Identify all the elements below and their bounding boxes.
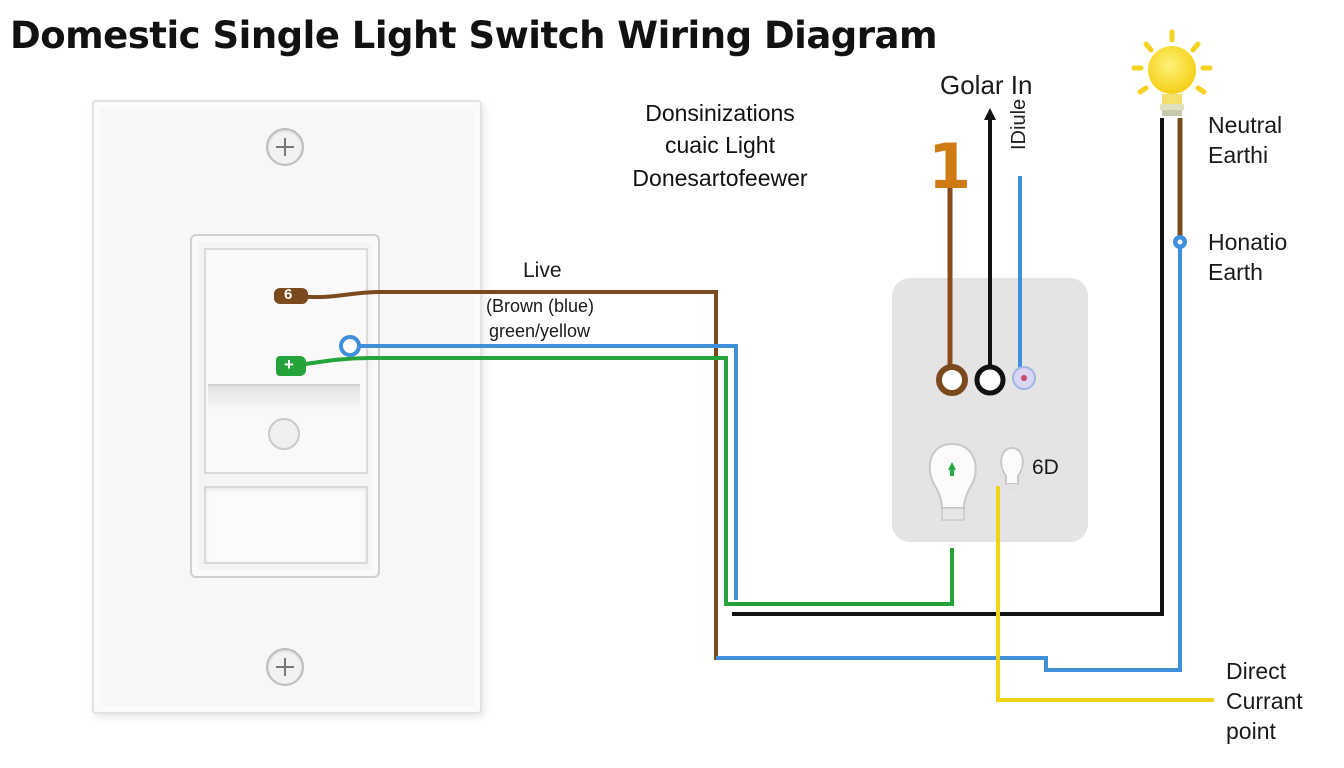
light-bulb-icon: [928, 442, 977, 521]
direct-current-label: Direct Currant point: [1226, 658, 1303, 744]
honatio-earth-label: Honatio Earth: [1208, 229, 1288, 285]
arrow-up-icon: [984, 108, 996, 120]
rocker-ridge: [208, 384, 360, 410]
sixd-label: 6D: [1032, 456, 1059, 479]
brown-blue-label: (Brown (blue): [486, 296, 595, 316]
blue-wire: [352, 344, 738, 600]
screw-icon: [266, 128, 304, 166]
black-terminal: [974, 364, 1006, 396]
brown-terminal-label: 6: [284, 286, 293, 303]
brown-wire: [299, 290, 718, 660]
vertical-label: IDiule: [1008, 98, 1030, 150]
blue-switch-terminal: [339, 335, 361, 357]
center-annotation-line: Donsinizations: [645, 100, 795, 126]
sun-bulb-icon: [1131, 29, 1213, 116]
center-annotation: Donsinizations cuaic Light Donesartofeew…: [610, 98, 830, 194]
live-label: Live: [523, 259, 562, 282]
screw-icon: [266, 648, 304, 686]
page-title: Domestic Single Light Switch Wiring Diag…: [10, 14, 938, 57]
blue-wire-return: [716, 240, 1182, 672]
center-annotation-line: Donesartofeewer: [632, 165, 808, 191]
rocker-lower[interactable]: [204, 486, 368, 564]
golar-in-label: Golar In: [940, 70, 1033, 100]
yellow-wire: [996, 486, 1214, 702]
green-terminal-label: +: [284, 355, 294, 374]
black-wire: [732, 118, 1164, 616]
brown-terminal: [936, 364, 968, 396]
number-one-label: 1: [928, 130, 972, 203]
led-bulb-icon: [1000, 446, 1024, 492]
neutral-earth-label: Neutral Earthi: [1208, 112, 1283, 168]
center-annotation-line: cuaic Light: [665, 132, 775, 158]
green-wire: [291, 356, 954, 606]
pilot-light-icon: [268, 418, 300, 450]
brown-switch-terminal: [274, 288, 308, 304]
green-yellow-label: green/yellow: [489, 321, 591, 341]
green-switch-terminal: [276, 356, 306, 376]
